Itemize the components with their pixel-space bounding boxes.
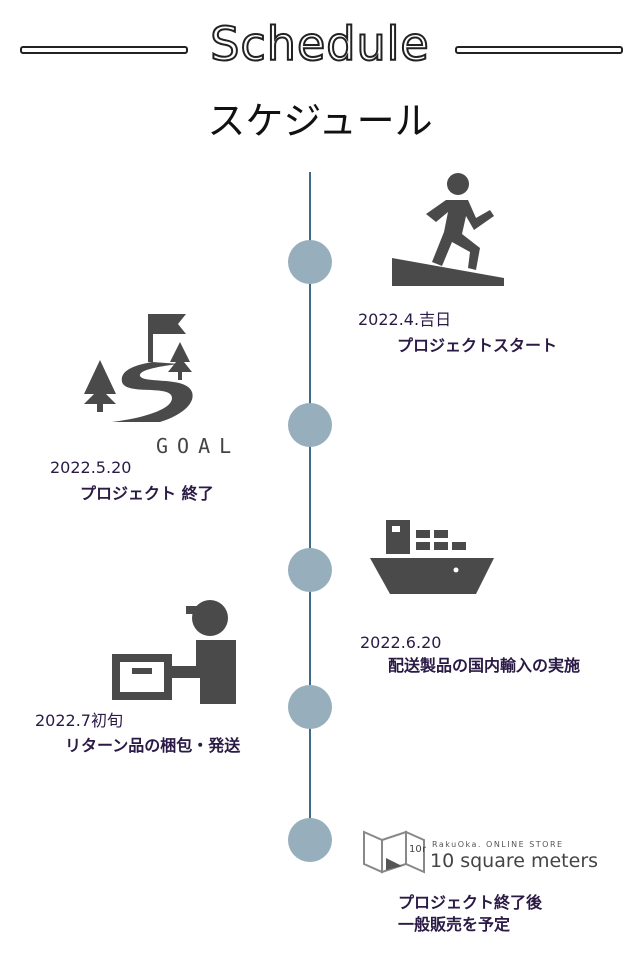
timeline-desc: リターン品の梱包・発送 — [65, 736, 241, 755]
runner-icon — [392, 173, 504, 286]
header-rule-left — [20, 46, 188, 54]
page-title-jp: スケジュール — [207, 99, 433, 143]
goal-label: GOAL — [156, 434, 241, 458]
page-title-en: Schedule — [209, 16, 430, 72]
header-rule-right — [455, 46, 623, 54]
timeline-dot — [288, 818, 332, 862]
store-subtitle: RakuOka. ONLINE STORE — [432, 840, 564, 849]
timeline-desc: プロジェクトスタート — [397, 336, 558, 355]
timeline-desc: 配送製品の国内輸入の実施 — [388, 656, 581, 675]
ship-icon — [370, 520, 494, 594]
store-logo: 10㎡ — [363, 830, 426, 874]
delivery-icon — [112, 600, 236, 704]
timeline-date: 2022.6.20 — [360, 633, 442, 652]
timeline-dot — [288, 548, 332, 592]
store-name: 10 square meters — [430, 850, 599, 872]
store-logo-badge: 10㎡ — [409, 843, 426, 855]
timeline-desc: プロジェクト終了後 — [398, 893, 543, 912]
timeline-date: 2022.5.20 — [50, 458, 132, 477]
timeline-desc: プロジェクト 終了 — [80, 484, 214, 503]
timeline-dot — [288, 403, 332, 447]
timeline-desc: 一般販売を予定 — [398, 915, 511, 934]
timeline-date: 2022.4.吉日 — [358, 310, 452, 329]
timeline-dot — [288, 685, 332, 729]
goal-icon — [84, 314, 193, 422]
timeline-line — [309, 172, 311, 852]
timeline-date: 2022.7初旬 — [35, 711, 123, 730]
timeline-dot — [288, 240, 332, 284]
